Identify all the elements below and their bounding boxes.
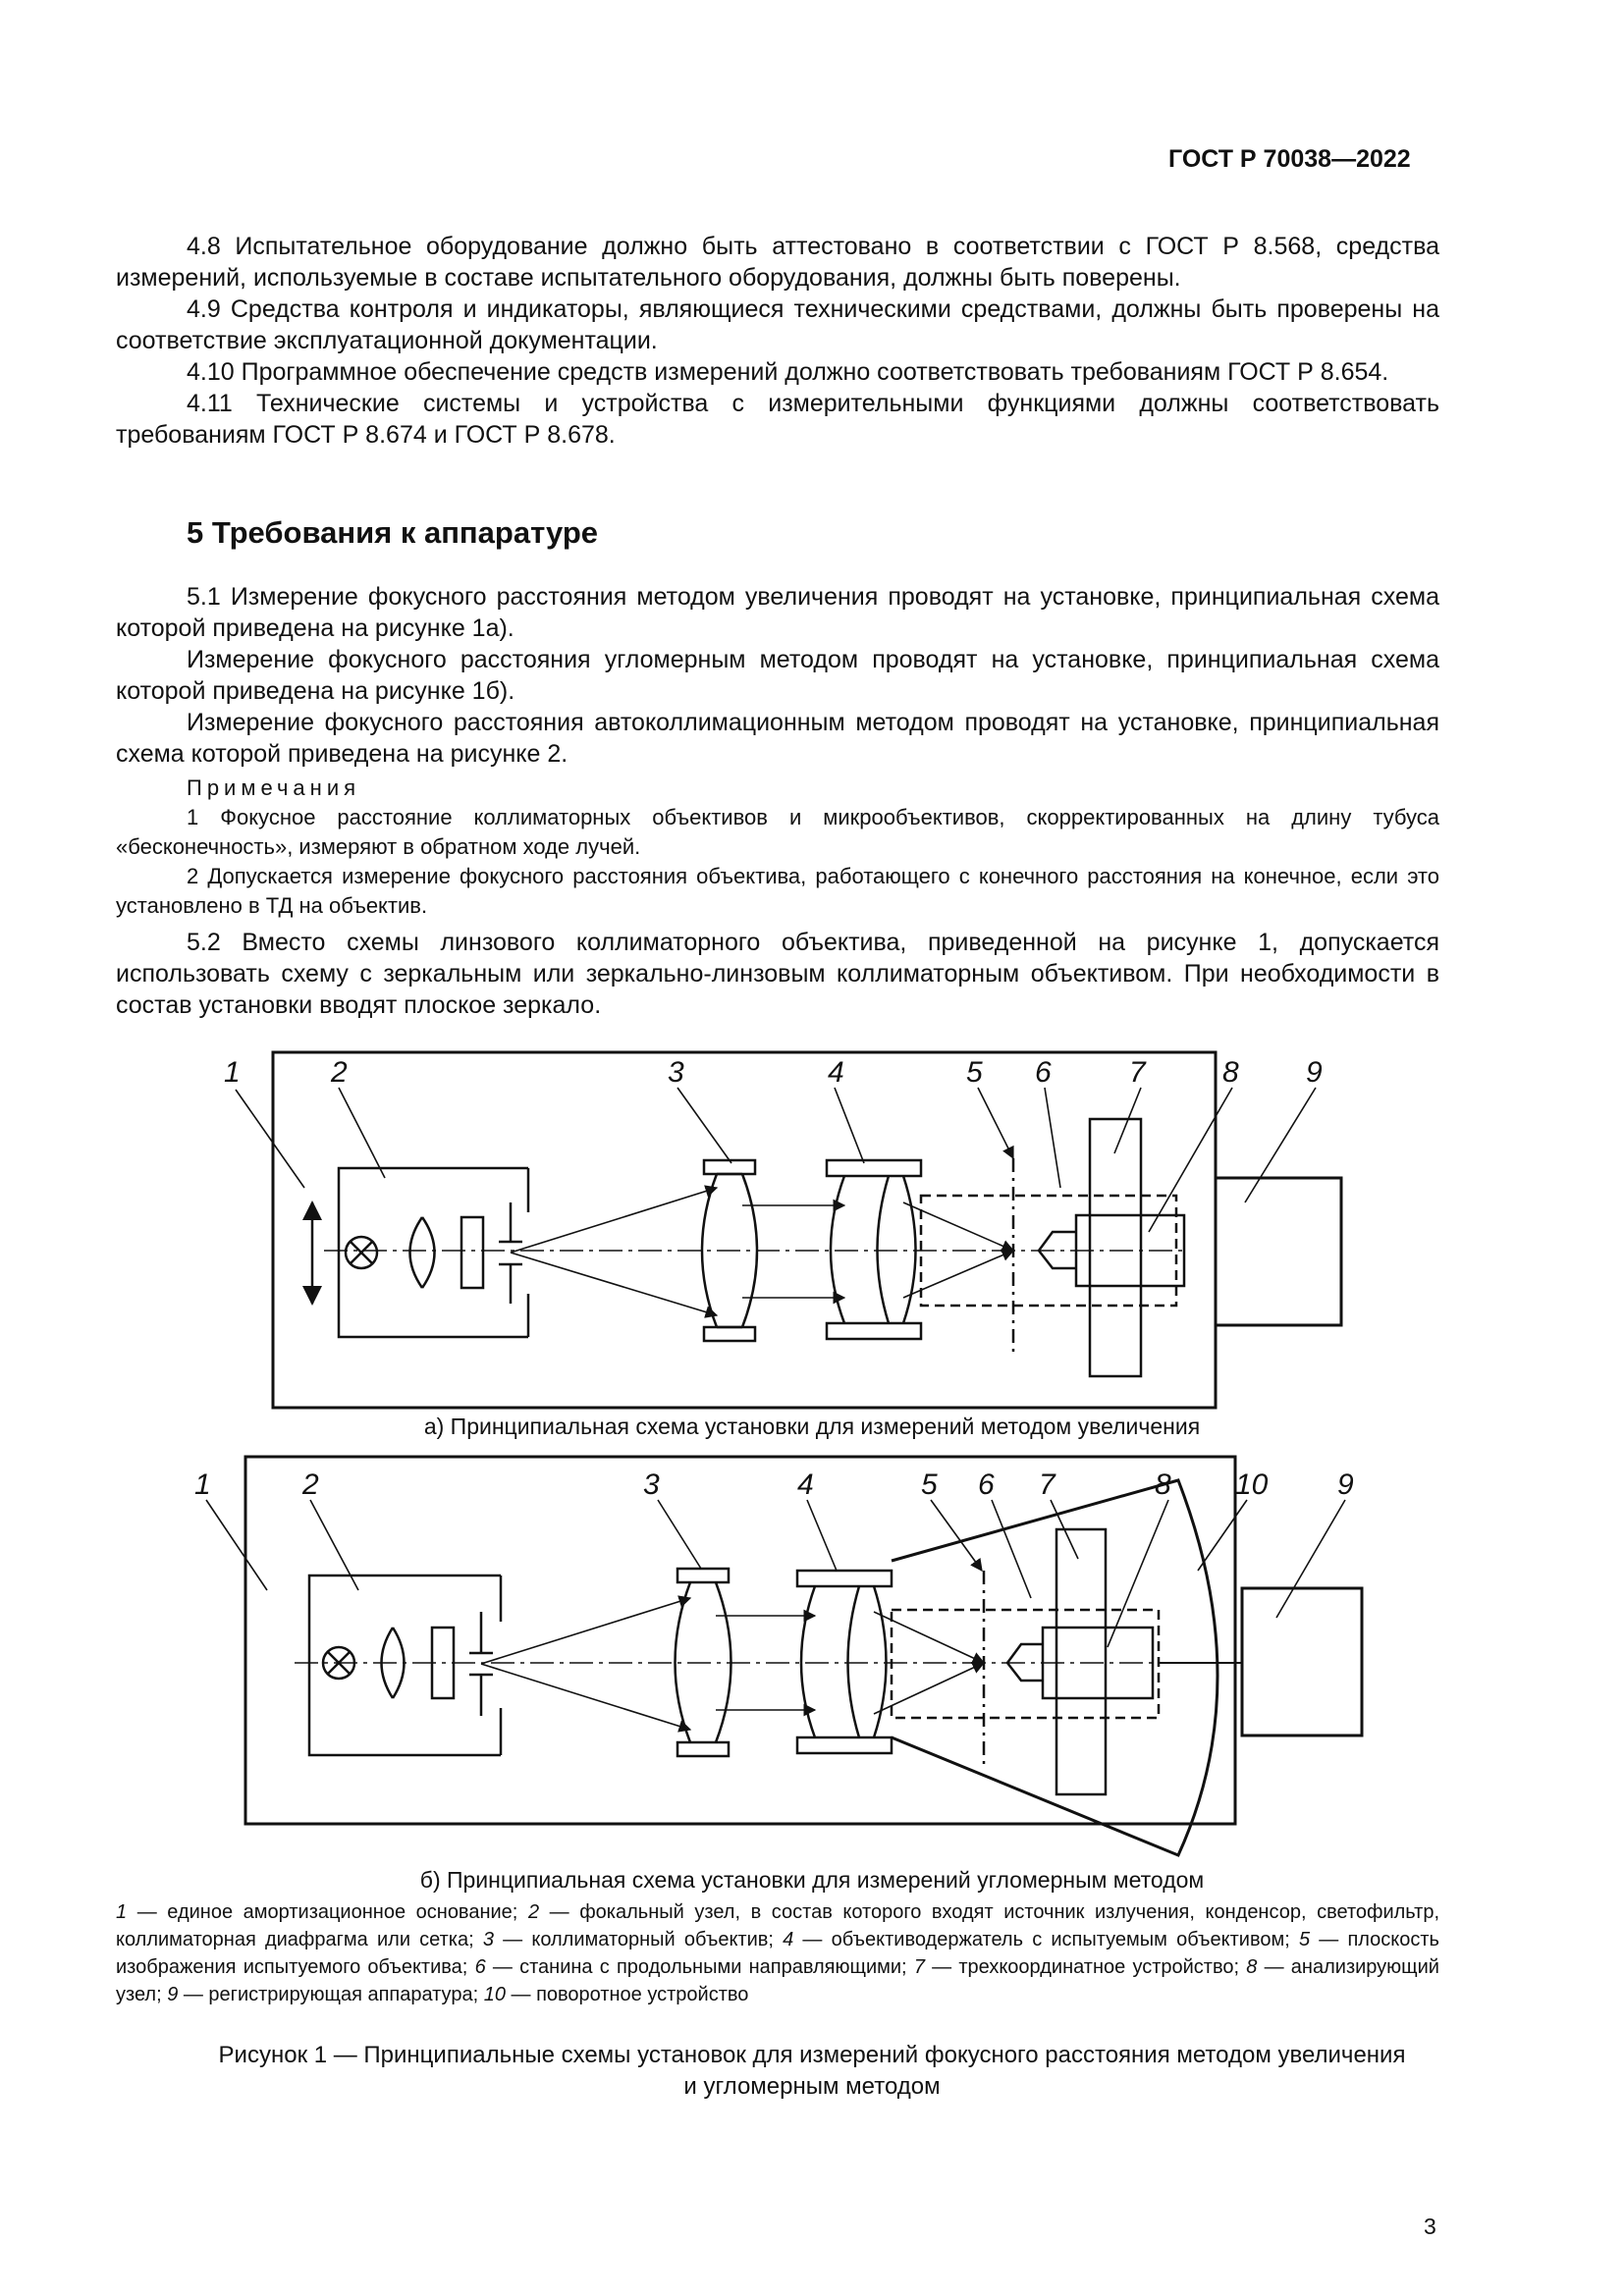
focal-unit-outline xyxy=(337,1166,528,1339)
recording-unit-box xyxy=(1214,1176,1343,1327)
legend-entry: 7 — трехкоординатное устройство; xyxy=(913,1956,1247,1978)
paragraph-5-2: 5.2 Вместо схемы линзового коллиматорног… xyxy=(116,929,1439,1019)
legend-entry: 1 — единое амортизационное основание; xyxy=(116,1901,528,1923)
fig-b-label-3: 3 xyxy=(643,1468,660,1501)
fig-b-label-8: 8 xyxy=(1155,1468,1171,1501)
legend-entry: 10 — поворотное устройство xyxy=(483,1984,749,2005)
filter xyxy=(460,1215,485,1290)
fig-a-label-7: 7 xyxy=(1129,1056,1147,1089)
fig-b-label-6: 6 xyxy=(978,1468,995,1501)
legend-entry: 2 — фокальный узел, в состав которого вх… xyxy=(116,1901,1439,1950)
note-2: 2 Допускается измерение фокусного рассто… xyxy=(116,864,1439,918)
figure-legend: 1 — единое амортизационное основание; 2 … xyxy=(116,1898,1439,2008)
rotary-device xyxy=(891,1478,1219,1857)
recording-unit-box-b xyxy=(1240,1586,1364,1737)
paragraph-4-9: 4.9 Средства контроля и индикаторы, явля… xyxy=(116,295,1439,354)
fig-b-label-1: 1 xyxy=(194,1468,211,1501)
fig-b-label-9: 9 xyxy=(1337,1468,1354,1501)
paragraph-4-10: 4.10 Программное обеспечение средств изм… xyxy=(187,358,1389,386)
section-4-text: 4.8 Испытательное оборудование должно бы… xyxy=(116,231,1439,451)
legend-entry: 6 — станина с продольными направляющими; xyxy=(474,1956,914,1978)
figure-title-line-2: и угломерным методом xyxy=(683,2073,941,2100)
fig-b-label-10: 10 xyxy=(1235,1468,1269,1501)
notes-title: Примечания xyxy=(187,775,361,800)
fig-a-label-2: 2 xyxy=(330,1056,348,1089)
fig-a-label-5: 5 xyxy=(966,1056,983,1089)
fig-b-label-7: 7 xyxy=(1039,1468,1056,1501)
section-5-text: 5.1 Измерение фокусного расстояния метод… xyxy=(116,581,1439,1021)
figure-a-caption: а) Принципиальная схема установки для из… xyxy=(423,1414,1201,1439)
figure-b-diagram: 1 2 3 4 5 6 7 8 10 9 xyxy=(194,1455,1364,1857)
legend-entry: 8 — анализирующий узел; xyxy=(116,1956,1439,2005)
paragraph-5-1: 5.1 Измерение фокусного расстояния метод… xyxy=(116,583,1439,642)
fig-a-label-9: 9 xyxy=(1306,1056,1323,1089)
paragraph-4-11: 4.11 Технические системы и устройства с … xyxy=(116,390,1439,449)
fig-b-label-5: 5 xyxy=(921,1468,938,1501)
base-frame-b xyxy=(244,1455,1237,1826)
fig-a-label-4: 4 xyxy=(828,1056,844,1089)
legend-entry: 5 — плоскость изображения испытуемого об… xyxy=(116,1929,1439,1978)
fig-a-label-6: 6 xyxy=(1035,1056,1052,1089)
figure-a-diagram: 1 2 3 4 5 6 7 8 9 xyxy=(224,1050,1343,1410)
fig-a-label-1: 1 xyxy=(224,1056,241,1089)
figure-title-line-1: Рисунок 1 — Принципиальные схемы установ… xyxy=(218,2042,1406,2068)
fig-b-label-2: 2 xyxy=(301,1468,319,1501)
fig-a-label-3: 3 xyxy=(668,1056,684,1089)
note-1: 1 Фокусное расстояние коллиматорных объе… xyxy=(116,805,1439,859)
page-number: 3 xyxy=(1424,2214,1436,2239)
fig-b-label-4: 4 xyxy=(797,1468,814,1501)
legend-entry: 3 — коллиматорный объектив; xyxy=(482,1929,784,1950)
legend-entry: 4 — объективодержатель с испытуемым объе… xyxy=(783,1929,1299,1950)
document-code: ГОСТ Р 70038—2022 xyxy=(1168,145,1411,173)
fig-a-label-8: 8 xyxy=(1222,1056,1239,1089)
lamp-icon xyxy=(344,1235,379,1270)
section-5-title: 5 Требования к аппаратуре xyxy=(187,515,599,550)
paragraph-4-8: 4.8 Испытательное оборудование должно бы… xyxy=(116,233,1439,292)
legend-entry: 9 — регистрирующая аппаратура; xyxy=(167,1984,484,2005)
paragraph-5-1-b: Измерение фокусного расстояния угломерны… xyxy=(116,646,1439,705)
paragraph-5-1-c: Измерение фокусного расстояния автоколли… xyxy=(116,709,1439,768)
figure-b-caption: б) Принципиальная схема установки для из… xyxy=(419,1867,1205,1893)
